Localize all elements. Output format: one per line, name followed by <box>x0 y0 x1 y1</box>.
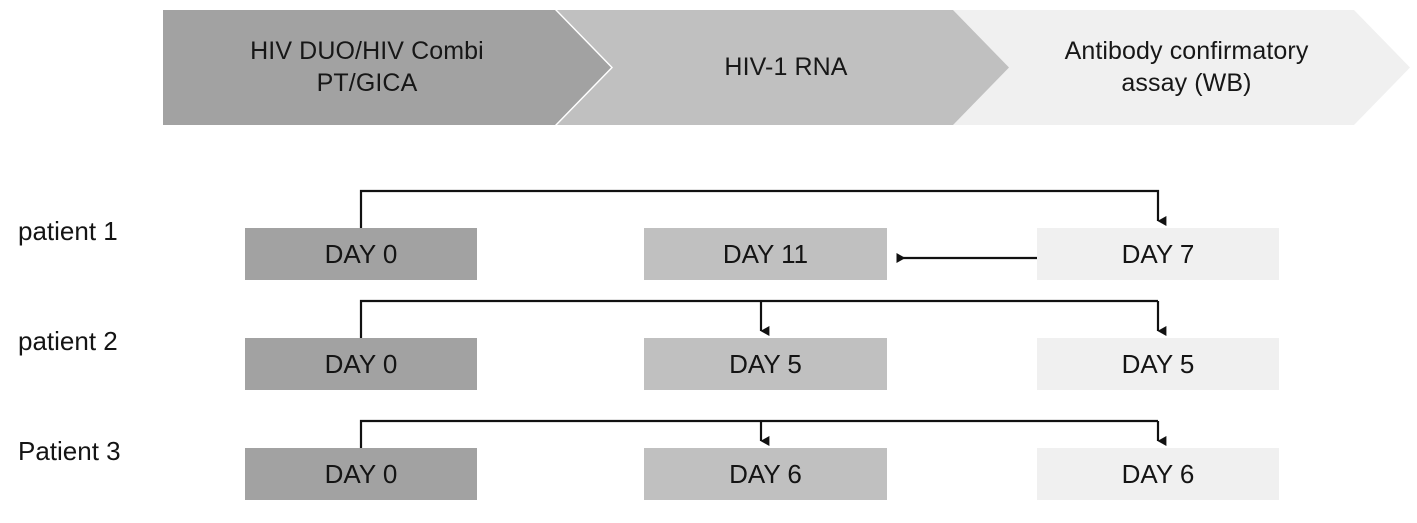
process-step-rna: HIV-1 RNA <box>557 10 1011 125</box>
patient-row-label: patient 1 <box>18 216 118 246</box>
patient-row: Patient 3 DAY 0 DAY 6 DAY 6 <box>0 396 1417 506</box>
patient-row: patient 1 DAY 0 DAY 11 DAY 7 <box>0 176 1417 286</box>
process-step-label: Antibody confirmatory assay (WB) <box>1064 37 1309 97</box>
patient-row-label: Patient 3 <box>18 436 121 466</box>
process-step-label: HIV-1 RNA <box>724 52 848 81</box>
day-box-confirmatory: DAY 6 <box>1037 448 1279 500</box>
patient-row: patient 2 DAY 0 DAY 5 DAY 5 <box>0 286 1417 396</box>
day-box-confirmatory: DAY 5 <box>1037 338 1279 390</box>
day-box-rna: DAY 11 <box>644 228 887 280</box>
process-step-confirmatory: Antibody confirmatory assay (WB) <box>953 10 1410 125</box>
day-box-confirmatory: DAY 7 <box>1037 228 1279 280</box>
day-box-screening: DAY 0 <box>245 338 477 390</box>
day-box-screening: DAY 0 <box>245 228 477 280</box>
day-box-screening: DAY 0 <box>245 448 477 500</box>
day-box-rna: DAY 6 <box>644 448 887 500</box>
process-step-screening: HIV DUO/HIV Combi PT/GICA <box>163 10 611 125</box>
process-flow-band: HIV DUO/HIV Combi PT/GICA HIV-1 RNA Anti… <box>163 10 1410 125</box>
day-box-rna: DAY 5 <box>644 338 887 390</box>
patient-row-label: patient 2 <box>18 326 118 356</box>
process-step-label: HIV DUO/HIV Combi PT/GICA <box>250 37 484 97</box>
